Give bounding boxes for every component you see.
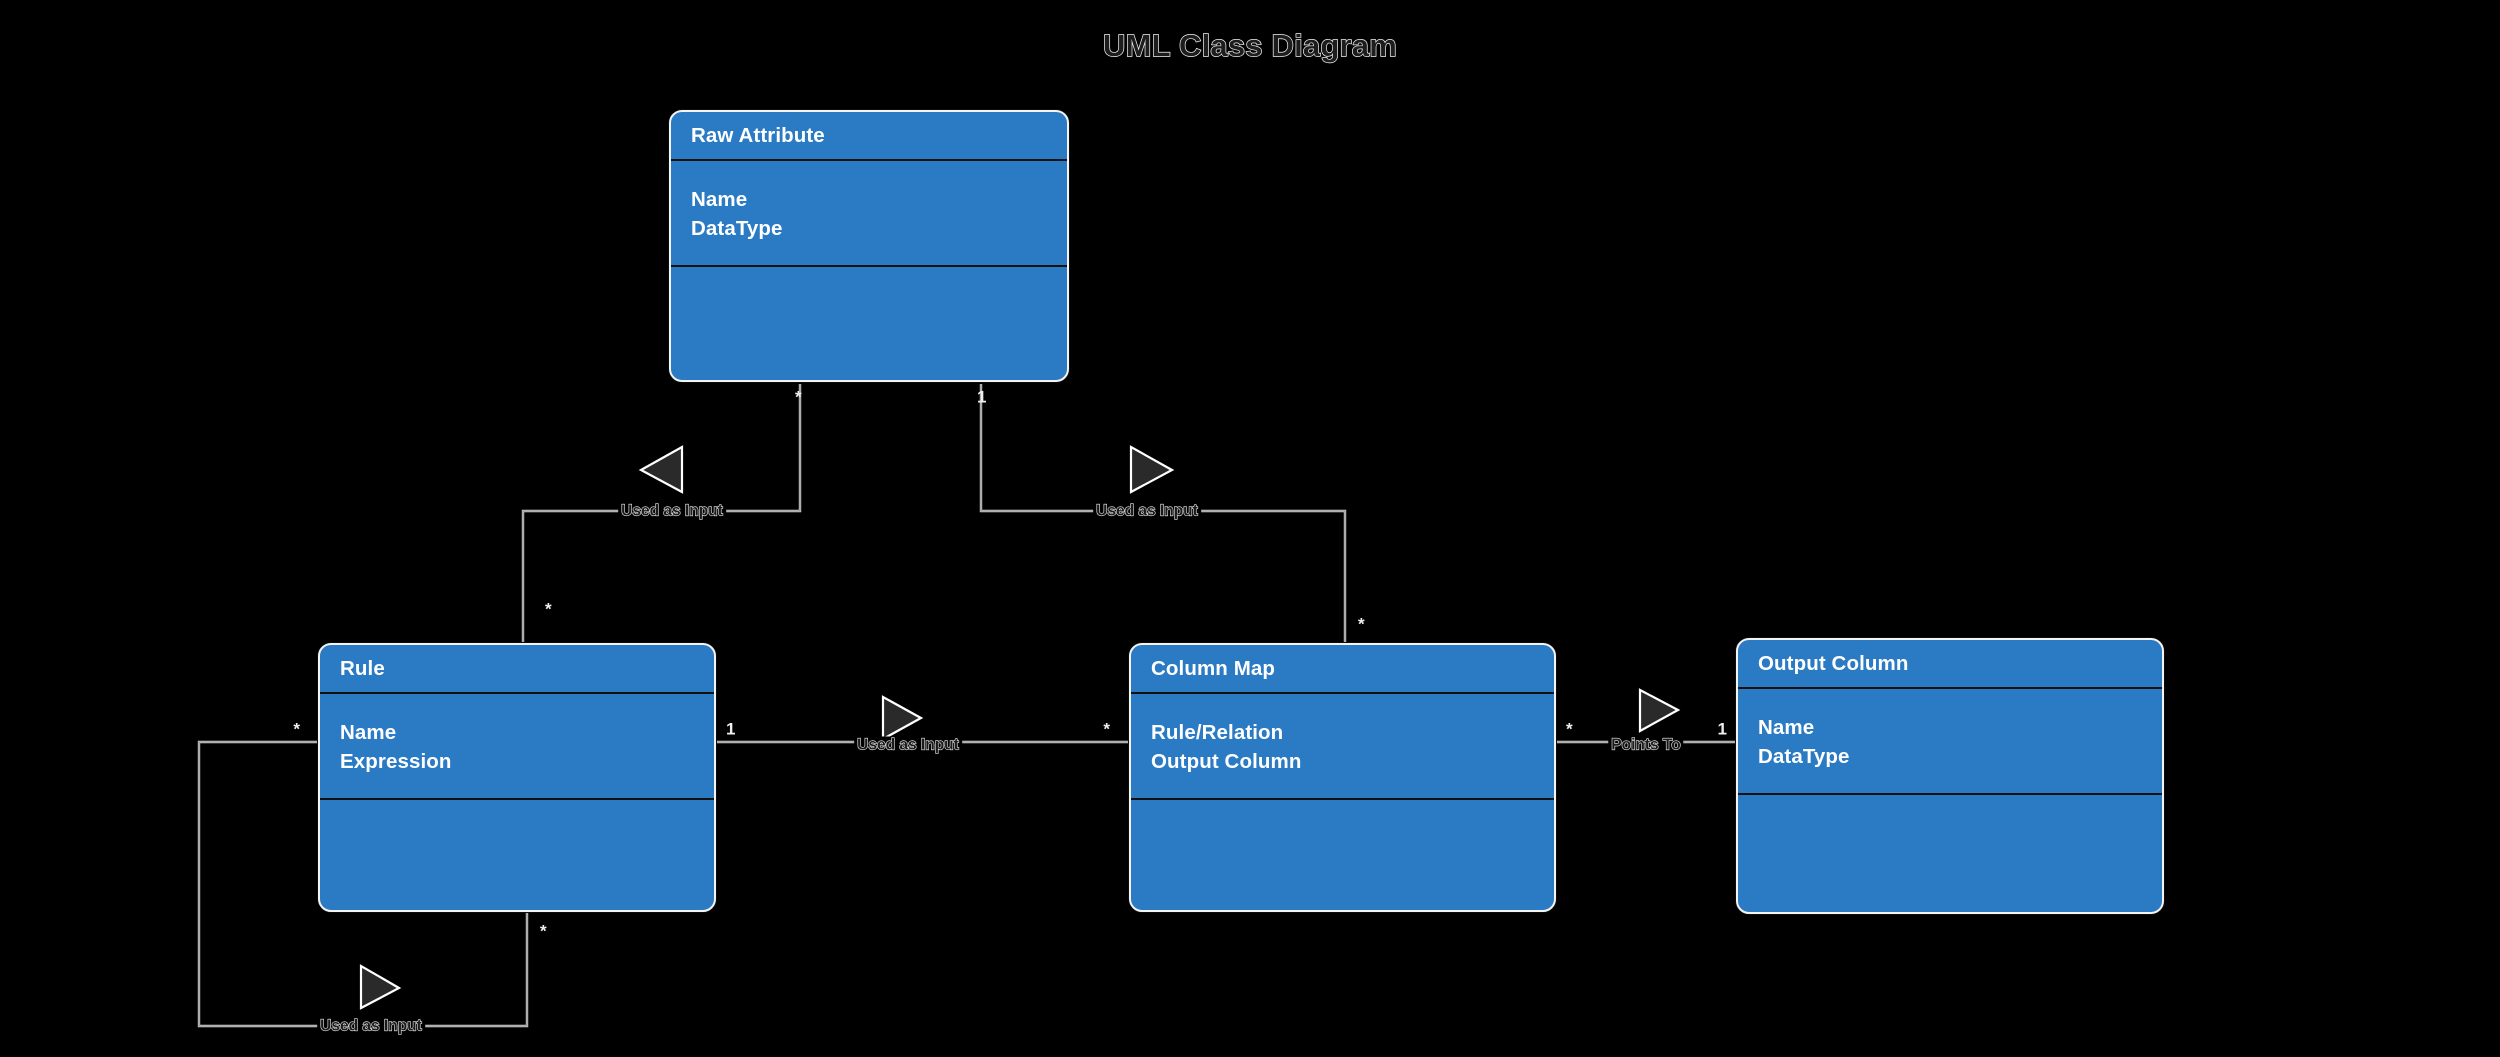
class-attributes-column-map: Rule/Relation Output Column xyxy=(1131,694,1554,801)
open-triangle-left-icon xyxy=(638,445,684,494)
multiplicity-rule-right: 1 xyxy=(726,719,735,738)
class-box-output-column[interactable]: Output Column Name DataType xyxy=(1736,638,2164,914)
multiplicity-rule-left: * xyxy=(293,719,300,738)
class-attributes-rule: Name Expression xyxy=(320,694,714,801)
class-attributes-output-column: Name DataType xyxy=(1738,689,2162,796)
multiplicity-columnmap-right: * xyxy=(1566,719,1573,738)
edge-label-rule-columnmap: Used as Input xyxy=(854,736,962,754)
multiplicity-rule-top: * xyxy=(545,599,552,618)
multiplicity-rawattr-left: * xyxy=(795,387,802,406)
class-box-raw-attribute[interactable]: Raw Attribute Name DataType xyxy=(669,110,1069,382)
edge-label-columnmap-outputcolumn: Points To xyxy=(1608,736,1684,754)
multiplicity-columnmap-top: * xyxy=(1358,614,1365,633)
class-attributes-raw-attribute: Name DataType xyxy=(671,161,1067,268)
class-name-output-column: Output Column xyxy=(1738,640,2162,689)
connector-rule-self: * * xyxy=(197,719,547,1028)
class-attribute: Name xyxy=(1758,716,1815,739)
open-triangle-right-icon xyxy=(1638,688,1681,733)
class-attribute: Expression xyxy=(340,750,452,774)
class-name-rule: Rule xyxy=(320,645,714,694)
connector-columnmap-outputcolumn: * 1 xyxy=(1556,688,1736,744)
class-attribute: DataType xyxy=(1758,745,1850,769)
multiplicity-rule-bottom: * xyxy=(540,921,547,940)
open-triangle-right-icon xyxy=(1129,445,1175,494)
class-name-raw-attribute: Raw Attribute xyxy=(671,112,1067,161)
class-attribute: Rule/Relation xyxy=(1151,721,1284,744)
connector-rule-columnmap: 1 * xyxy=(716,695,1129,744)
class-attribute: Output Column xyxy=(1151,750,1302,774)
class-methods-rule xyxy=(320,800,714,872)
class-attribute: Name xyxy=(340,721,397,744)
open-triangle-right-icon xyxy=(881,695,924,741)
class-attribute: Name xyxy=(691,188,748,211)
multiplicity-outputcolumn-left: 1 xyxy=(1718,719,1727,738)
class-box-column-map[interactable]: Column Map Rule/Relation Output Column xyxy=(1129,643,1556,912)
multiplicity-columnmap-left: * xyxy=(1103,719,1110,738)
class-box-rule[interactable]: Rule Name Expression xyxy=(318,643,716,912)
edge-label-rule-self: Used as Input xyxy=(317,1017,425,1035)
class-methods-column-map xyxy=(1131,800,1554,872)
edge-label-rawattribute-columnmap: Used as Input xyxy=(1093,502,1201,520)
class-attribute: DataType xyxy=(691,217,783,241)
class-name-column-map: Column Map xyxy=(1131,645,1554,694)
multiplicity-rawattr-right: 1 xyxy=(977,387,986,406)
edge-label-rawattribute-rule: Used as Input xyxy=(618,502,726,520)
page-title: UML Class Diagram xyxy=(1102,27,1397,63)
class-methods-output-column xyxy=(1738,795,2162,867)
class-methods-raw-attribute xyxy=(671,267,1067,339)
open-triangle-right-icon xyxy=(359,964,402,1010)
